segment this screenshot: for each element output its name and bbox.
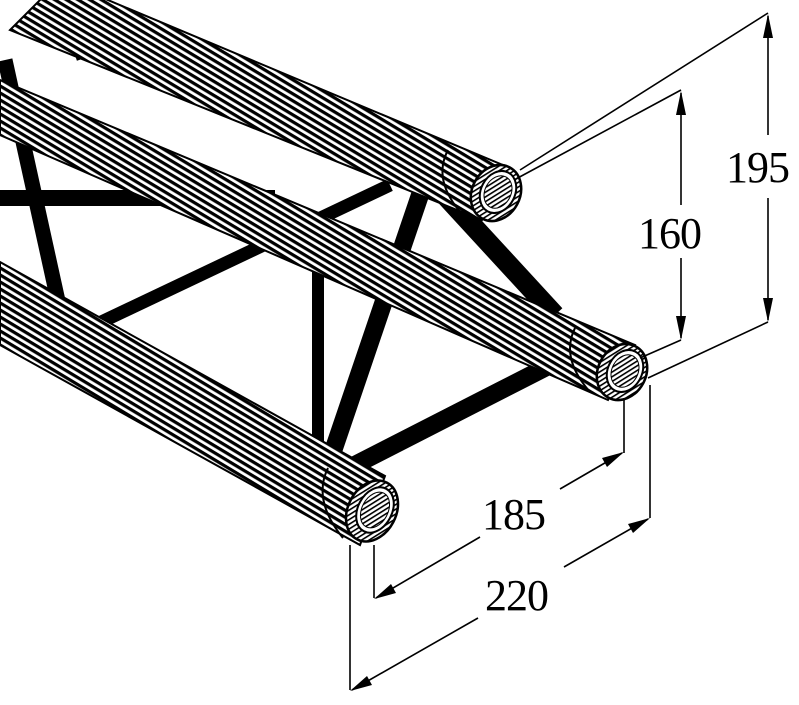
horizontal-brace-front	[340, 346, 575, 479]
dimension-label-overall-height: 195	[724, 143, 791, 192]
dimension-label-tube-center-width: 185	[480, 490, 547, 539]
dimension-label-tube-center-height: 160	[636, 209, 703, 258]
left-bottom-chord	[0, 260, 400, 547]
top-chord	[8, 0, 523, 223]
diagonal-brace-middle	[92, 179, 393, 331]
dimension-label-overall-width: 220	[483, 571, 550, 620]
diagonal-brace-front	[321, 192, 429, 463]
right-bottom-chord	[0, 78, 649, 402]
dimension-lines	[349, 12, 773, 691]
